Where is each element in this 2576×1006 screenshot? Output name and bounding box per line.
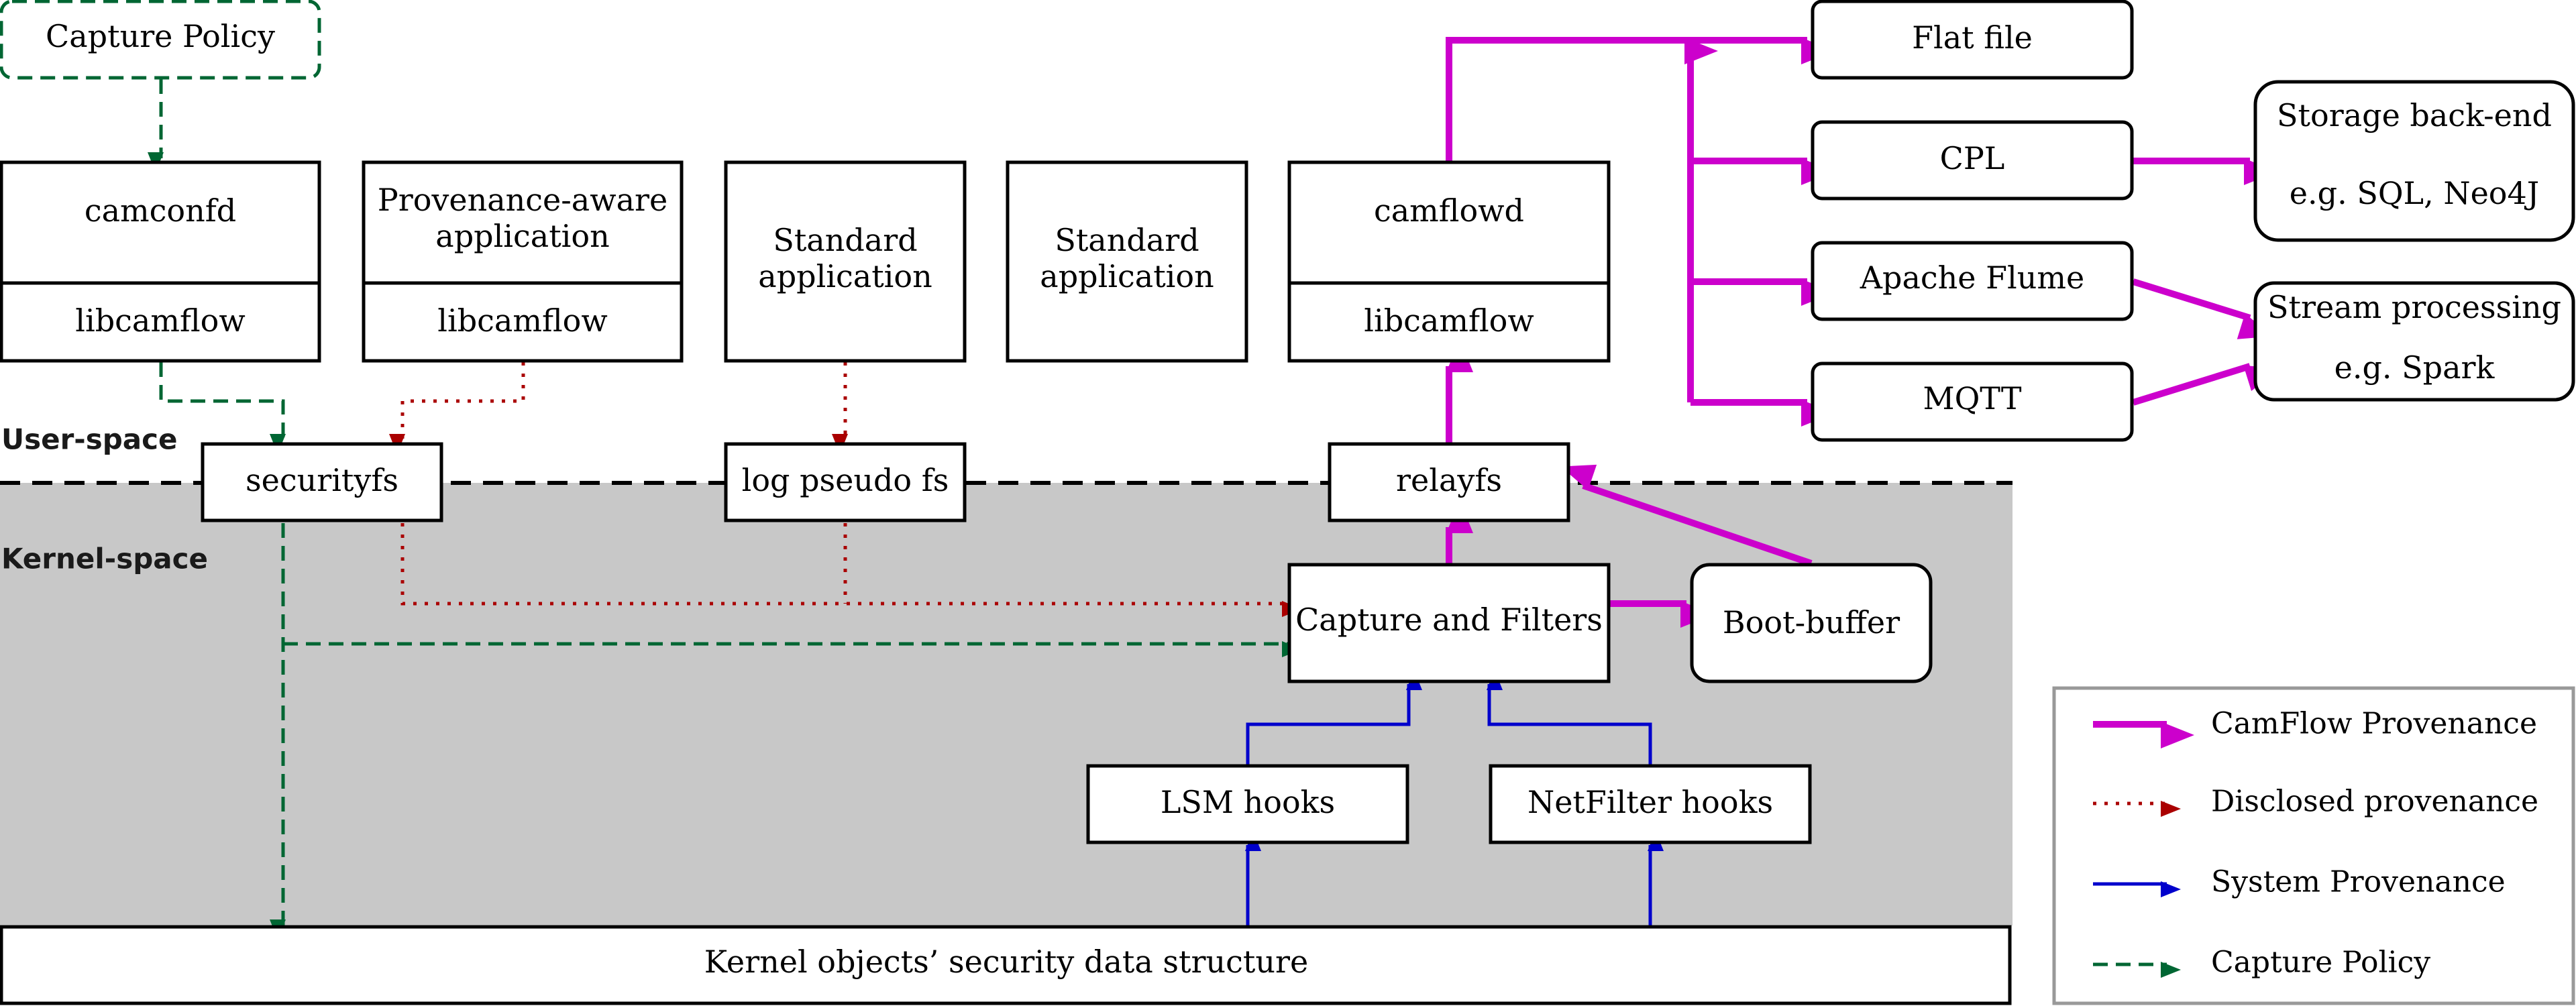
mqtt-node: MQTT (1811, 361, 2134, 442)
stream-processing-node: Stream processing e.g. Spark (2253, 281, 2575, 402)
policy-arrow-libcamflow-to-securityfs (159, 362, 286, 454)
std-app-1-label-line1: Standard (773, 222, 917, 258)
capture-and-filters-node: Capture and Filters (1287, 563, 1611, 683)
standard-app-1-node: Standard application (724, 160, 967, 363)
legend-item-disclosed: Disclosed provenance (2093, 785, 2538, 819)
provenance-aware-app-node: Provenance-aware application libcamflow (362, 160, 684, 363)
disclosed-provenance-arrows (389, 362, 1302, 617)
securityfs-node: securityfs (201, 442, 443, 522)
legend-label-camflow: CamFlow Provenance (2211, 707, 2537, 741)
apache-flume-node: Apache Flume (1811, 241, 2134, 321)
std-app-2-label-line1: Standard (1055, 222, 1199, 258)
legend-item-policy: Capture Policy (2093, 946, 2430, 980)
camconfd-node: camconfd libcamflow (0, 160, 321, 363)
camflow-arrow-bootbuffer-to-relayfs (1560, 464, 1813, 567)
legend-label-disclosed: Disclosed provenance (2211, 785, 2538, 819)
disclosed-arrow-app-to-securityfs (389, 362, 525, 454)
prov-app-libcamflow-label: libcamflow (437, 302, 607, 339)
system-arrow-netfilter-to-capture (1487, 670, 1652, 765)
stream-label-line2: e.g. Spark (2334, 349, 2496, 386)
disclosed-arrow-securityfs-to-capture (400, 523, 1302, 617)
stream-label-line1: Stream processing (2267, 289, 2561, 325)
boot-buffer-label: Boot-buffer (1723, 604, 1900, 640)
flat-file-node: Flat file (1811, 0, 2134, 80)
user-space-label: User-space (1, 423, 178, 456)
std-app-1-label-line2: application (758, 258, 932, 294)
log-pseudo-fs-label: log pseudo fs (742, 462, 949, 498)
cpl-node: CPL (1811, 120, 2134, 201)
camflowd-label: camflowd (1374, 192, 1524, 229)
camconfd-label: camconfd (85, 192, 236, 229)
system-provenance-arrows (1245, 670, 1664, 926)
apache-flume-label: Apache Flume (1860, 260, 2084, 296)
camflow-arrow-mqtt-to-stream (2132, 363, 2279, 406)
cpl-label: CPL (1940, 140, 2005, 176)
camflowd-node: camflowd libcamflow (1287, 160, 1611, 363)
boot-buffer-node: Boot-buffer (1690, 563, 1933, 683)
lsm-hooks-label: LSM hooks (1161, 784, 1335, 820)
kernel-space-region (0, 483, 2012, 926)
camflow-arrow-flume-to-stream (2132, 278, 2273, 339)
capture-filters-label: Capture and Filters (1295, 602, 1603, 638)
kernel-space-label: Kernel-space (1, 543, 208, 575)
relayfs-label: relayfs (1396, 462, 1502, 498)
prov-app-label-line1: Provenance-aware (378, 182, 668, 218)
std-app-2-label-line2: application (1040, 258, 1214, 294)
kernel-objects-node: Kernel objects’ security data structure (0, 925, 2012, 1005)
camflow-trunk (1446, 37, 1718, 161)
storage-backend-node: Storage back-end e.g. SQL, Neo4J (2253, 80, 2575, 242)
storage-label-line1: Storage back-end (2277, 97, 2552, 133)
camflowd-libcamflow-label: libcamflow (1364, 302, 1534, 339)
legend-item-system: System Provenance (2093, 865, 2506, 899)
legend: CamFlow Provenance Disclosed provenance … (2052, 686, 2575, 1005)
kernel-objects-label: Kernel objects’ security data structure (704, 944, 1308, 980)
securityfs-label: securityfs (246, 462, 398, 498)
legend-label-system: System Provenance (2211, 865, 2506, 899)
camflow-provenance-arrows (1446, 37, 2279, 628)
lsm-hooks-node: LSM hooks (1086, 764, 1409, 844)
legend-item-camflow: CamFlow Provenance (2093, 707, 2537, 748)
relayfs-node: relayfs (1328, 442, 1570, 522)
netfilter-hooks-label: NetFilter hooks (1527, 784, 1773, 820)
camconfd-libcamflow-label: libcamflow (75, 302, 245, 339)
flat-file-label: Flat file (1912, 19, 2033, 56)
capture-policy-label: Capture Policy (46, 18, 275, 54)
mqtt-label: MQTT (1923, 380, 2021, 416)
system-arrow-lsm-to-capture (1246, 670, 1422, 765)
capture-policy-arrows (148, 79, 1302, 940)
log-pseudo-fs-node: log pseudo fs (724, 442, 967, 522)
prov-app-label-line2: application (435, 218, 609, 254)
storage-label-line2: e.g. SQL, Neo4J (2290, 175, 2539, 211)
netfilter-hooks-node: NetFilter hooks (1489, 764, 1812, 844)
standard-app-2-node: Standard application (1006, 160, 1248, 363)
capture-policy-node: Capture Policy (0, 0, 321, 80)
legend-label-policy: Capture Policy (2211, 946, 2430, 980)
